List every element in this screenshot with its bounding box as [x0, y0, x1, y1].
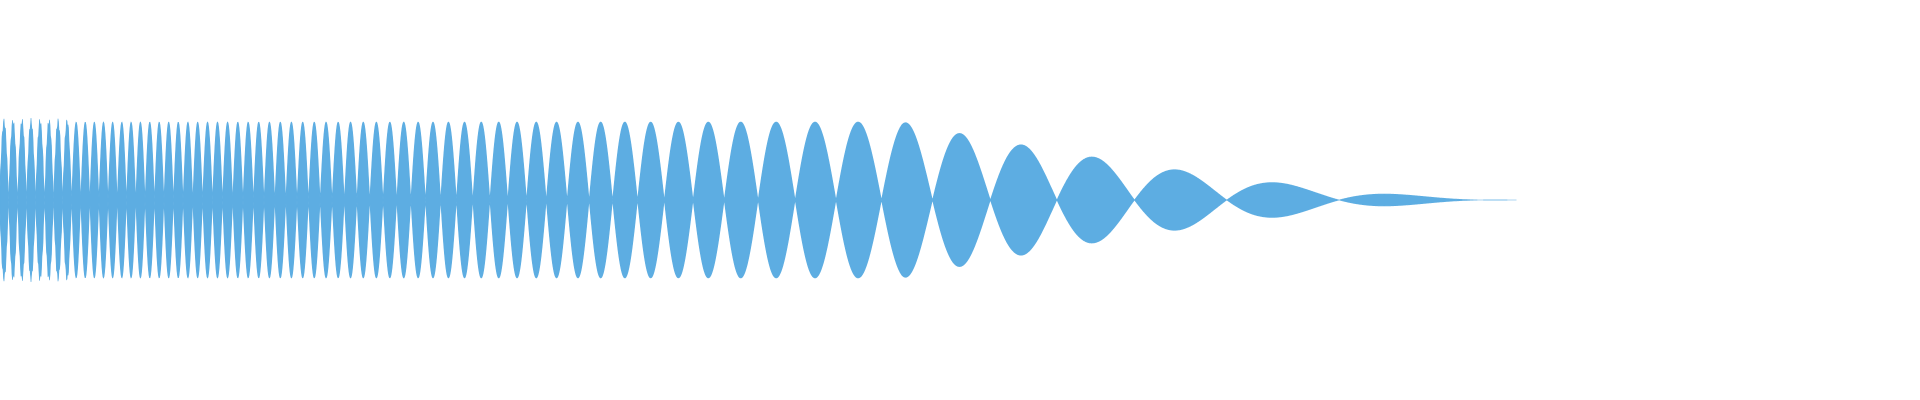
waveform-signal — [0, 117, 1517, 283]
